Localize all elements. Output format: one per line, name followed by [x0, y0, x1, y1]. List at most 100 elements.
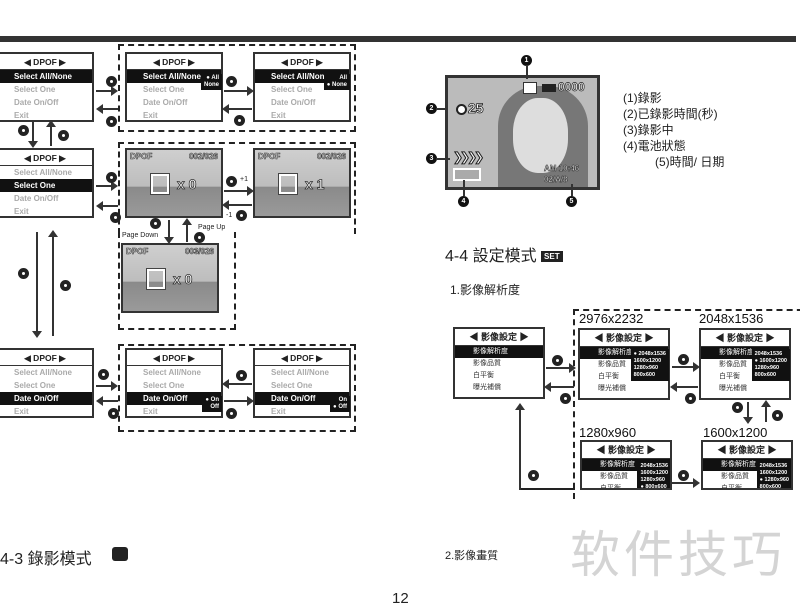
menu-title: ◀ 影像設定 ▶ [455, 329, 543, 346]
menu-item: Date On/Off [255, 392, 349, 405]
minus-one-label: -1 [226, 212, 233, 219]
down-button-icon [678, 354, 689, 365]
legend-item: (4)電池狀態 [623, 139, 686, 153]
menu-item: Date On/Off [127, 392, 221, 405]
battery-icon [453, 168, 481, 181]
popup-option: ● On [205, 397, 219, 403]
menu-item: Select One [143, 85, 185, 94]
menu-item: 影像品質 [473, 360, 501, 367]
menu-item: 影像品質 [721, 473, 749, 480]
popup-option: None [204, 82, 219, 88]
frame-count: 0000 [558, 80, 585, 95]
option-popup: On● Off [330, 396, 350, 412]
ok-button-icon [528, 470, 539, 481]
video-legend: (1)錄影 (2)已錄影時間(秒) (3)錄影中 (4)電池狀態 (5)時間/ … [623, 90, 724, 170]
menu-item: 曝光補償 [598, 385, 626, 392]
popup-option: 2048x1536 [640, 463, 668, 469]
page-down-label: Page Down [122, 232, 159, 239]
menu-title: ◀ DPOF ▶ [127, 54, 221, 70]
popup-option: ● 1600x1200 [754, 358, 787, 364]
menu-item: 曝光補償 [473, 384, 501, 391]
video-mode-screen: 0000 25 ❯❯❯❯ AM 10:46 02/A/8 [445, 75, 600, 190]
header-rule [0, 36, 796, 42]
menu-title: ◀ DPOF ▶ [255, 54, 349, 70]
menu-title: ◀ DPOF ▶ [0, 54, 92, 70]
menu-item: Exit [271, 111, 286, 120]
popup-option: 1280x960 [640, 477, 665, 483]
memory-icon [542, 84, 556, 92]
menu-title: ◀ DPOF ▶ [0, 150, 92, 166]
left-button-icon [236, 210, 247, 221]
image-counter: 002/026 [317, 152, 347, 162]
menu-item: Select One [0, 179, 92, 192]
legend-item: (5)時間/ 日期 [655, 155, 725, 169]
menu-item: Exit [143, 111, 158, 120]
dpof-tag: DPOF [258, 152, 281, 162]
resolution-label: 2976x2232 [579, 311, 644, 326]
date-group [118, 344, 356, 432]
option-popup: All● None [323, 74, 350, 90]
up-button-icon [772, 410, 783, 421]
menu-item: Select One [143, 381, 185, 390]
callout-3: 3 [426, 153, 437, 164]
popup-option: ● 1280x960 [759, 477, 789, 483]
left-button-icon [110, 212, 121, 223]
menu-item: 影像品質 [600, 473, 628, 480]
menu-item: Exit [14, 111, 29, 120]
popup-option: 1600x1200 [759, 470, 788, 476]
image-settings-menu: ◀ 影像設定 ▶影像解析度影像品質白平衡曝光補償2048x15361600x12… [580, 440, 672, 490]
menu-item: Date On/Off [14, 194, 59, 203]
popup-option: 800x600 [759, 484, 782, 490]
left-button-icon [106, 116, 117, 127]
ok-button-icon [552, 355, 563, 366]
down-button-icon [236, 370, 247, 381]
image-counter: 003/026 [185, 247, 215, 257]
print-quantity: x 0 [173, 271, 193, 288]
menu-title: ◀ 影像設定 ▶ [701, 330, 789, 347]
video-camera-icon [523, 82, 537, 94]
up-button-icon [58, 130, 69, 141]
up-button-icon [226, 408, 237, 419]
video-camera-icon [112, 547, 128, 561]
select-one-group [118, 142, 356, 234]
subsection-quality: 2.影像畫質 [445, 550, 499, 562]
down-button-icon [150, 218, 161, 229]
portrait-face [513, 98, 568, 173]
print-quantity: x 0 [177, 176, 197, 193]
popup-option: 2048x1536 [759, 463, 788, 469]
callout-1: 1 [521, 55, 532, 66]
menu-item: 白平衡 [719, 373, 740, 380]
menu-item: Select One [14, 381, 56, 390]
section-title: 4-4 設定模式 [445, 248, 537, 265]
popup-option: ● None [326, 82, 347, 88]
timer-icon [456, 104, 467, 115]
ok-button-icon [106, 76, 117, 87]
return-line [519, 488, 575, 490]
popup-option: 1600x1200 [640, 470, 668, 476]
date-readout: 02/A/8 [544, 175, 568, 185]
menu-item: Select One [271, 381, 313, 390]
menu-title: ◀ DPOF ▶ [127, 350, 221, 366]
section-4-4-heading: 4-4 設定模式 SET [445, 242, 563, 266]
menu-item: Exit [14, 407, 29, 416]
select-all-group [118, 44, 356, 132]
popup-option: 1280x960 [633, 365, 659, 371]
page-up-label: Page Up [198, 224, 226, 231]
callout-5: 5 [566, 196, 577, 207]
left-button-icon [560, 393, 571, 404]
print-quantity: x 1 [305, 176, 325, 193]
popup-option: 1600x1200 [633, 358, 662, 364]
menu-title: ◀ 影像設定 ▶ [582, 442, 670, 459]
menu-item: Select One [14, 85, 56, 94]
section-title: 4-3 錄影模式 [0, 551, 92, 568]
page-number: 12 [392, 590, 409, 607]
menu-item: 白平衡 [721, 485, 742, 490]
